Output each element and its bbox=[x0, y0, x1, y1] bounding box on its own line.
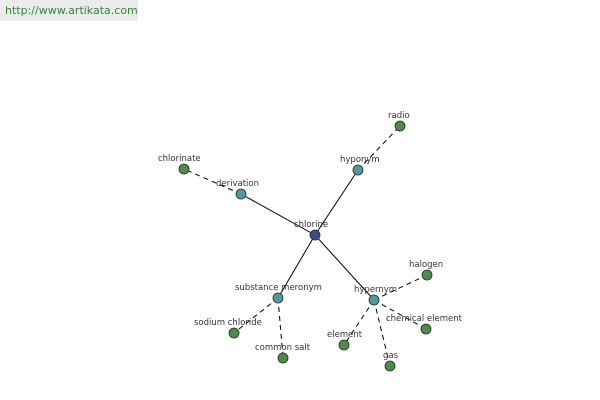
label-substance-meronym[interactable]: substance meronym bbox=[235, 283, 322, 293]
node-derivation[interactable] bbox=[235, 188, 247, 200]
site-link[interactable]: http://www.artikata.com bbox=[5, 4, 138, 17]
node-hypernym[interactable] bbox=[368, 294, 380, 306]
edge-chlorine-substance-meronym bbox=[277, 234, 316, 299]
label-element[interactable]: element bbox=[327, 330, 363, 340]
label-radio[interactable]: radio bbox=[388, 111, 410, 121]
edge-chlorine-hypernym bbox=[314, 234, 375, 301]
edges-layer bbox=[183, 125, 428, 367]
label-common-salt[interactable]: common salt bbox=[255, 343, 311, 353]
node-sodium-chloride[interactable] bbox=[228, 327, 240, 339]
label-hyponym[interactable]: hyponym bbox=[340, 155, 380, 165]
node-hyponym[interactable] bbox=[352, 164, 364, 176]
label-derivation[interactable]: derivation bbox=[216, 179, 259, 189]
edge-substance-meronym-sodium-chloride bbox=[233, 297, 279, 334]
node-chlorine[interactable] bbox=[309, 229, 321, 241]
node-chemical-element[interactable] bbox=[420, 323, 432, 335]
node-halogen[interactable] bbox=[421, 269, 433, 281]
edge-hyponym-radio bbox=[357, 125, 401, 171]
edge-hypernym-gas bbox=[373, 299, 391, 367]
label-chlorinate[interactable]: chlorinate bbox=[158, 154, 201, 164]
node-gas[interactable] bbox=[384, 360, 396, 372]
label-hypernym[interactable]: hypernym bbox=[354, 285, 397, 295]
edge-hypernym-element bbox=[343, 299, 375, 346]
edge-hypernym-halogen bbox=[373, 274, 428, 301]
node-common-salt[interactable] bbox=[277, 352, 289, 364]
node-substance-meronym[interactable] bbox=[272, 292, 284, 304]
label-chlorine[interactable]: chlorine bbox=[294, 220, 328, 230]
edge-substance-meronym-common-salt bbox=[277, 297, 284, 359]
label-sodium-chloride[interactable]: sodium chloride bbox=[194, 318, 262, 328]
node-element[interactable] bbox=[338, 339, 350, 351]
label-chemical-element[interactable]: chemical element bbox=[386, 314, 463, 324]
site-banner: http://www.artikata.com bbox=[0, 0, 138, 21]
labels-layer: derivation chlorinate hyponym radio substanc… bbox=[158, 111, 463, 361]
nodes-layer bbox=[178, 120, 433, 372]
label-halogen[interactable]: halogen bbox=[409, 260, 443, 270]
edge-hypernym-chemical-element bbox=[373, 299, 427, 330]
edge-chlorine-hyponym bbox=[314, 169, 359, 236]
edge-derivation-chlorinate bbox=[183, 168, 242, 195]
node-chlorinate[interactable] bbox=[178, 163, 190, 175]
node-radio[interactable] bbox=[394, 120, 406, 132]
label-gas[interactable]: gas bbox=[383, 351, 399, 361]
edge-chlorine-derivation bbox=[240, 193, 316, 236]
